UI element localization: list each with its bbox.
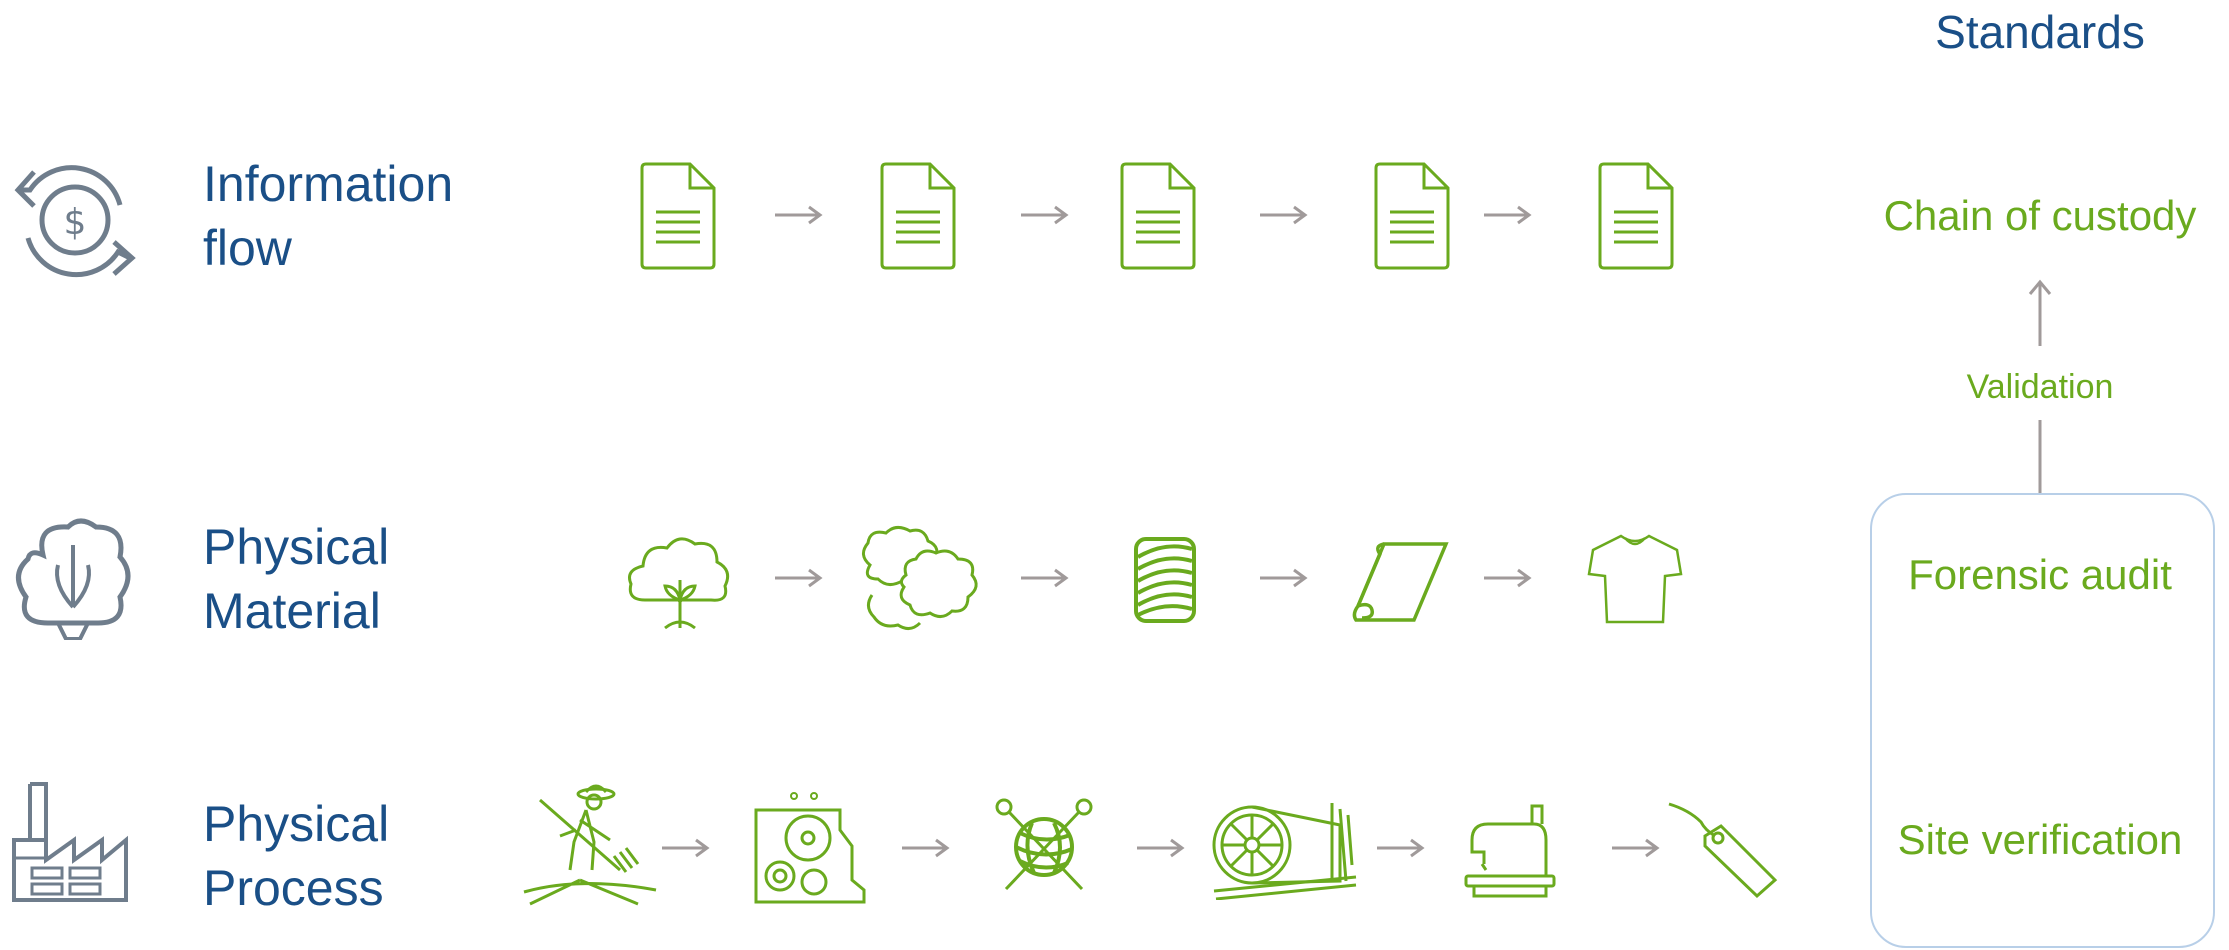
tshirt-icon	[1585, 532, 1685, 627]
arrow-up-icon	[2028, 279, 2052, 346]
arrow-right-icon	[773, 205, 823, 225]
document-icon	[1596, 162, 1676, 272]
money-exchange-icon: $	[8, 150, 138, 290]
arrow-right-icon	[1482, 205, 1532, 225]
document-icon	[1372, 162, 1452, 272]
arrow-right-icon	[773, 568, 823, 588]
connector-line	[2038, 420, 2042, 493]
arrow-right-icon	[1258, 205, 1308, 225]
arrow-right-icon	[1258, 568, 1308, 588]
fabric-roll-icon	[1350, 540, 1450, 625]
cotton-plant-icon	[625, 530, 735, 630]
row-label-line2: flow	[203, 220, 292, 276]
ginning-machine-icon	[752, 790, 867, 905]
validation-label: Validation	[1966, 368, 2114, 406]
row-label-line1: Information	[203, 156, 454, 212]
arrow-right-icon	[900, 838, 950, 858]
site-verification-label: Site verification	[1897, 816, 2183, 863]
forensic-audit-label: Forensic audit	[1908, 551, 2172, 598]
farmer-icon	[520, 780, 660, 910]
sewing-machine-icon	[1462, 800, 1557, 900]
cotton-bales-icon	[858, 525, 983, 635]
document-icon	[638, 162, 718, 272]
row-label-line2: Material	[203, 583, 381, 639]
verification-panel	[1870, 493, 2215, 948]
svg-text:$: $	[64, 202, 87, 243]
document-icon	[1118, 162, 1198, 272]
row-label-physical-material: Physical Material	[203, 515, 389, 643]
row-label-information-flow: Information flow	[203, 152, 453, 280]
factory-icon	[10, 780, 130, 905]
arrow-right-icon	[1019, 568, 1069, 588]
row-label-line1: Physical	[203, 519, 390, 575]
cotton-boll-icon	[8, 515, 138, 641]
thread-spool-icon	[1132, 535, 1198, 625]
standards-title: Standards	[1935, 6, 2145, 58]
arrow-right-icon	[660, 838, 710, 858]
arrow-right-icon	[1482, 568, 1532, 588]
yarn-ball-icon	[992, 795, 1097, 895]
row-label-line1: Physical	[203, 796, 390, 852]
row-label-physical-process: Physical Process	[203, 792, 389, 920]
arrow-right-icon	[1019, 205, 1069, 225]
row-label-line2: Process	[203, 860, 384, 916]
price-tag-icon	[1665, 800, 1780, 900]
arrow-right-icon	[1375, 838, 1425, 858]
arrow-right-icon	[1135, 838, 1185, 858]
chain-of-custody-label: Chain of custody	[1883, 192, 2197, 239]
arrow-right-icon	[1610, 838, 1660, 858]
document-icon	[878, 162, 958, 272]
weaving-loom-icon	[1210, 795, 1360, 901]
